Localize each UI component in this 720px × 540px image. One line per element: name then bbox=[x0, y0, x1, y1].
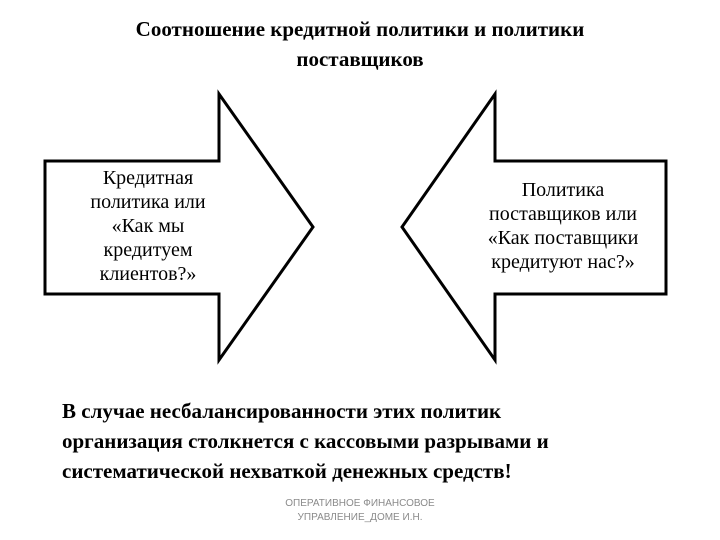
title-line-1: Соотношение кредитной политики и политик… bbox=[135, 17, 585, 41]
conclusion-line: организация столкнется с кассовыми разры… bbox=[62, 429, 549, 453]
arrow-text-line: Политика bbox=[521, 179, 605, 201]
supplier-policy-arrow-text: Политика поставщиков или «Как поставщики… bbox=[458, 178, 668, 274]
arrow-text-line: кредитуют нас?» bbox=[491, 251, 635, 273]
arrow-text-line: клиентов?» bbox=[99, 263, 197, 285]
slide-title: Соотношение кредитной политики и политик… bbox=[60, 14, 660, 74]
arrow-text-line: «Как поставщики bbox=[487, 227, 639, 249]
conclusion-line: В случае несбалансированности этих полит… bbox=[62, 399, 502, 423]
footer-line-1: ОПЕРАТИВНОЕ ФИНАНСОВОЕ bbox=[285, 498, 435, 509]
footer-line-2: УПРАВЛЕНИЕ_ДОМЕ И.Н. bbox=[297, 512, 423, 523]
arrow-text-line: поставщиков или bbox=[488, 203, 638, 225]
right-pointing-arrow-shape bbox=[43, 89, 315, 365]
credit-policy-arrow-text: Кредитная политика или «Как мы кредитуем… bbox=[48, 166, 248, 286]
arrow-text-line: «Как мы bbox=[111, 215, 185, 237]
title-line-2: поставщиков bbox=[296, 47, 424, 71]
left-pointing-arrow-shape bbox=[400, 89, 668, 365]
arrow-text-line: политика или bbox=[90, 191, 206, 213]
arrow-text-line: Кредитная bbox=[102, 167, 194, 189]
slide-footer: ОПЕРАТИВНОЕ ФИНАНСОВОЕ УПРАВЛЕНИЕ_ДОМЕ И… bbox=[250, 497, 470, 525]
conclusion-text: В случае несбалансированности этих полит… bbox=[62, 396, 662, 486]
arrow-text-line: кредитуем bbox=[103, 239, 193, 261]
conclusion-line: систематической нехваткой денежных средс… bbox=[62, 459, 512, 483]
